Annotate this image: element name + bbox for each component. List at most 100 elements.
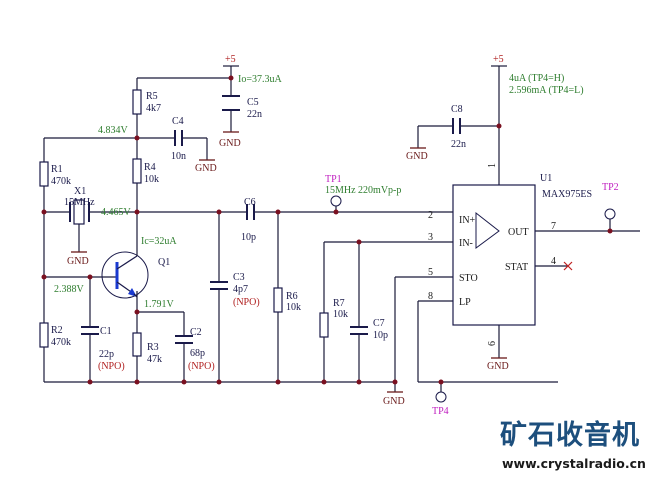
capacitor-c8: C8 22n — [451, 104, 466, 150]
test-point-tp4: TP4 — [432, 391, 449, 417]
r4-value: 10k — [144, 174, 159, 185]
transistor-q1: Q1 — [101, 250, 170, 299]
c2-ref: C2 — [190, 327, 202, 338]
resistor-r3: R3 47k — [132, 332, 162, 365]
resistor-r1: R1 470k — [39, 161, 71, 187]
ic-u1: U1 MAX975ES IN+ IN- STO LP OUT STAT 2 3 … — [428, 163, 592, 346]
r6-ref: R6 — [286, 291, 298, 302]
capacitor-c6: C6 10p — [241, 197, 256, 243]
pin-in-minus-name: IN- — [459, 238, 473, 249]
pin-3-number: 3 — [428, 232, 433, 243]
u1-ref: U1 — [540, 173, 552, 184]
pin-lp-name: LP — [459, 297, 471, 308]
q1-ref: Q1 — [158, 257, 170, 268]
gnd-x1: GND — [67, 251, 89, 267]
supply-label: +5 — [225, 54, 236, 65]
gnd-label: GND — [406, 151, 428, 162]
x1-ref: X1 — [74, 186, 86, 197]
c5-ref: C5 — [247, 97, 259, 108]
r7-ref: R7 — [333, 298, 345, 309]
u1-current-high-label: 4uA (TP4=H) — [509, 73, 564, 84]
c8-ref: C8 — [451, 104, 463, 115]
current-io-label: Io=37.3uA — [238, 74, 282, 85]
pin-1-number: 1 — [487, 163, 498, 168]
c6-ref: C6 — [244, 197, 256, 208]
pin-8-number: 8 — [428, 291, 433, 302]
c3-ref: C3 — [233, 272, 245, 283]
gnd-label: GND — [195, 163, 217, 174]
c3-value: 4p7 — [233, 284, 248, 295]
tp1-note: 15MHz 220mVp-p — [325, 185, 401, 196]
r4-ref: R4 — [144, 162, 156, 173]
resistor-r2: R2 470k — [39, 322, 71, 348]
r5-value: 4k7 — [146, 103, 161, 114]
r2-value: 470k — [51, 337, 71, 348]
pin-2-number: 2 — [428, 210, 433, 221]
x1-value: 15MHz — [64, 197, 95, 208]
supply-label: +5 — [493, 54, 504, 65]
r3-ref: R3 — [147, 342, 159, 353]
gnd-bottom: GND — [383, 391, 405, 407]
pin-sto-name: STO — [459, 273, 478, 284]
voltage-node4-label: 1.791V — [144, 299, 175, 310]
test-point-tp1: TP1 15MHz 220mVp-p — [325, 174, 401, 207]
crystal-x1: X1 15MHz — [64, 186, 95, 225]
no-connect-icon — [563, 261, 573, 271]
watermark-logo: 矿石收音机 www.crystalradio.cn — [500, 419, 646, 471]
watermark-title: 矿石收音机 — [500, 419, 640, 451]
r7-value: 10k — [333, 309, 348, 320]
pin-5-number: 5 — [428, 267, 433, 278]
c3-note: (NPO) — [233, 297, 260, 308]
c1-ref: C1 — [100, 326, 112, 337]
resistor-r7: R7 10k — [319, 298, 348, 338]
voltage-node3-label: 2.388V — [54, 284, 85, 295]
capacitor-c4: C4 10n — [171, 116, 186, 162]
pin-stat-name: STAT — [505, 262, 528, 273]
capacitor-c2: C2 68p (NPO) — [175, 327, 215, 372]
pin-7-number: 7 — [551, 221, 556, 232]
c1-value: 22p — [99, 349, 114, 360]
gnd-c8: GND — [406, 147, 428, 162]
watermark-url: www.crystalradio.cn — [502, 456, 646, 471]
supply-5v-left: +5 — [223, 54, 239, 67]
voltage-node2-label: 4.465V — [101, 207, 132, 218]
u1-part: MAX975ES — [542, 189, 592, 200]
tp1-ref: TP1 — [325, 174, 342, 185]
capacitor-c5: C5 22n — [222, 95, 262, 120]
tp4-ref: TP4 — [432, 406, 449, 417]
resistor-r4: R4 10k — [132, 158, 159, 185]
c5-value: 22n — [247, 109, 262, 120]
r5-ref: R5 — [146, 91, 158, 102]
c2-note: (NPO) — [188, 361, 215, 372]
r6-value: 10k — [286, 302, 301, 313]
gnd-label: GND — [67, 256, 89, 267]
c2-value: 68p — [190, 348, 205, 359]
supply-5v-right: +5 — [491, 54, 507, 67]
gnd-label: GND — [219, 138, 241, 149]
junction-dots — [41, 75, 613, 385]
current-ic-label: Ic=32uA — [141, 236, 177, 247]
gnd-label: GND — [383, 396, 405, 407]
c4-value: 10n — [171, 151, 186, 162]
pin-4-number: 4 — [551, 256, 556, 267]
capacitor-c7: C7 10p — [350, 318, 388, 341]
gnd-label: GND — [487, 361, 509, 372]
gnd-u1: GND — [487, 357, 509, 372]
resistor-r6: R6 10k — [273, 287, 301, 313]
gnd-c4: GND — [195, 159, 217, 174]
r1-value: 470k — [51, 176, 71, 187]
tp2-ref: TP2 — [602, 182, 619, 193]
r3-value: 47k — [147, 354, 162, 365]
c4-ref: C4 — [172, 116, 184, 127]
capacitor-c3: C3 4p7 (NPO) — [210, 272, 260, 308]
resistor-r5: R5 4k7 — [132, 89, 161, 115]
pin-6-number: 6 — [487, 341, 498, 346]
r1-ref: R1 — [51, 164, 63, 175]
r2-ref: R2 — [51, 325, 63, 336]
c1-note: (NPO) — [98, 361, 125, 372]
c7-value: 10p — [373, 330, 388, 341]
gnd-c5: GND — [219, 131, 241, 149]
capacitor-c1: C1 22p (NPO) — [81, 326, 125, 372]
